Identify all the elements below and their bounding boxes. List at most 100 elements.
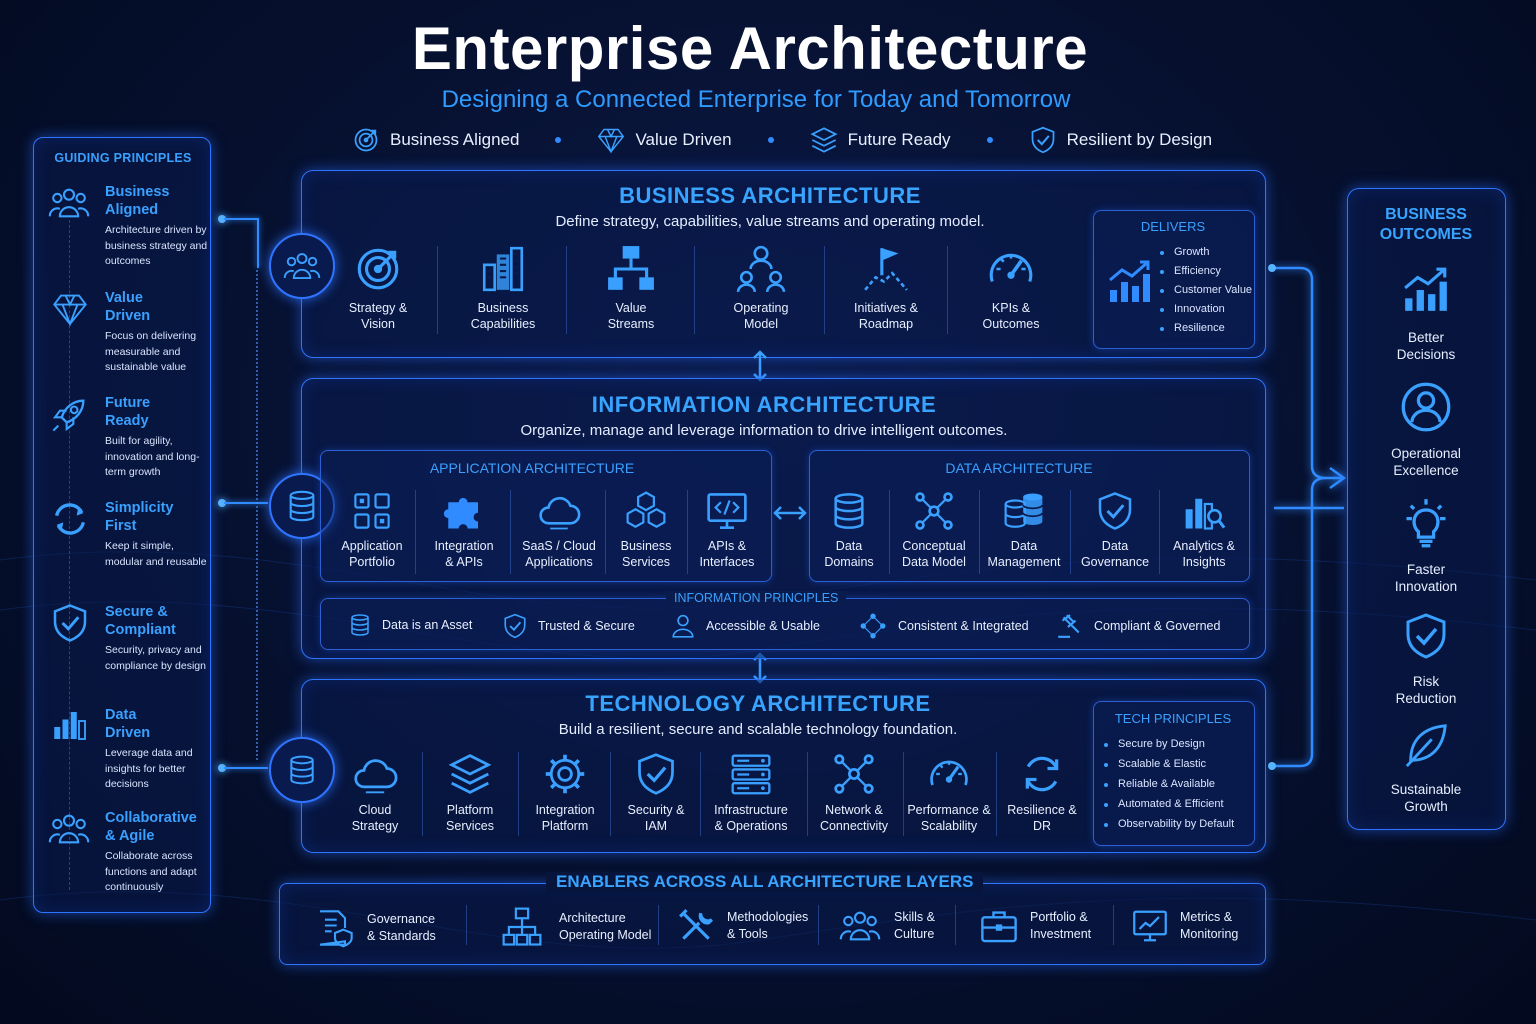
technology-architecture-title: TECHNOLOGY ARCHITECTURE [585,691,931,716]
network-icon [913,490,955,532]
server-icon [286,754,318,786]
information-principles-box [320,598,1250,650]
pillar-value-driven: Value Driven [597,126,732,154]
people-icon [46,183,92,223]
technology-item: Cloud Strategy [315,752,435,834]
information-principle-label: Trusted & Secure [538,619,635,633]
information-architecture-title: INFORMATION ARCHITECTURE [591,392,937,417]
application-item-label: APIs & Interfaces [699,539,755,569]
application-architecture-title: APPLICATION ARCHITECTURE [429,460,635,476]
flag-icon [859,244,913,294]
hierarchy-icon [606,244,656,294]
guiding-principle-item: Future Ready Built for agility, innovati… [44,394,204,494]
technology-item: Platform Services [410,752,530,834]
connector-line [257,218,259,268]
layers-icon [810,126,838,154]
technology-item-label: Network & Connectivity [819,803,889,833]
cloud-icon [348,752,402,796]
guiding-principle-title: Secure & Compliant [105,604,176,638]
enabler-label: Portfolio & Investment [1030,910,1092,941]
guiding-principle-desc: Collaborate across functions and adapt c… [105,850,197,893]
tech-principle-item: Reliable & Available [1104,778,1234,790]
lightbulb-icon [1400,496,1452,550]
technology-item-label: Infrastructure & Operations [714,803,788,833]
divider [610,752,611,836]
divider [818,905,819,945]
guiding-principle-title: Value Driven [105,290,151,324]
guiding-principle-item: Business Aligned Architecture driven by … [44,183,207,283]
business-item-label: Business Capabilities [470,301,536,331]
analytics-icon [1180,490,1228,532]
divider [807,752,808,836]
guiding-principle-item: Value Driven Focus on delivering measura… [44,289,204,389]
enabler-item: Architecture Operating Model [497,906,651,948]
business-architecture-title: BUSINESS ARCHITECTURE [619,183,921,208]
pillar-resilient-by-design: Resilient by Design [1029,126,1212,154]
business-item-label: Initiatives & Roadmap [854,301,918,331]
divider [700,752,701,836]
cubes-icon [623,490,669,532]
guiding-principle-item: Secure & Compliant Security, privacy and… [44,603,206,703]
business-item-label: KPIs & Outcomes [982,301,1040,331]
pillar-label: Future Ready [847,130,951,149]
bar-chart-icon [50,706,90,742]
buildings-icon [476,244,530,294]
technology-node [269,737,335,803]
tech-principles-box [1093,701,1255,846]
gavel-icon [1054,613,1084,639]
growth-chart-icon [1401,262,1451,318]
guiding-principle-desc: Focus on delivering measurable and susta… [105,330,197,373]
connector-line [224,218,258,220]
separator-dot [986,137,993,143]
enabler-label: Metrics & Monitoring [1180,910,1239,941]
org-chart-icon [497,906,547,948]
diamond-icon [597,126,625,154]
target-icon [352,126,380,154]
connector-line [224,502,268,504]
shield-check-icon [1095,490,1135,532]
technology-item: Infrastructure & Operations [691,752,811,834]
business-item: Strategy & Vision [318,244,438,332]
divider [955,905,956,945]
header-pillars: Business Aligned Value Driven Future Rea… [352,126,1212,154]
delivers-title: DELIVERS [1140,219,1206,234]
business-outcomes-title: BUSINESS OUTCOMES [1379,206,1473,243]
shield-check-icon [634,752,678,796]
gauge-icon [925,752,973,796]
database-icon [348,613,372,637]
divider [422,752,423,836]
delivers-item: Growth [1160,246,1252,258]
divider [694,246,695,334]
divider [979,490,980,574]
delivers-list: Growth Efficiency Customer Value Innovat… [1160,246,1252,334]
shield-check-icon [1029,126,1057,154]
guiding-principle-desc: Leverage data and insights for better de… [105,747,193,790]
application-architecture-box [320,450,772,582]
refresh-icon [1020,752,1064,796]
application-item: Business Services [586,490,706,570]
gear-icon [542,752,588,796]
data-item-label: Analytics & Insights [1173,539,1235,569]
business-item: Operating Model [701,244,821,332]
enabler-label: Skills & Culture [894,910,935,941]
application-item: Application Portfolio [312,490,432,570]
data-item-label: Data Domains [824,539,874,569]
guiding-principle-title: Business Aligned [105,184,170,218]
user-circle-icon [1400,380,1452,434]
outcome-item: Risk Reduction [1360,610,1492,707]
delivers-box [1093,210,1255,349]
technology-item-label: Resilience & DR [1007,803,1077,833]
information-principle: Trusted & Secure [502,613,635,639]
connector-dot [218,764,226,772]
divider [466,905,467,945]
delivers-item: Customer Value [1160,284,1252,296]
tools-icon [677,906,715,946]
outcome-label: Faster Innovation [1394,562,1458,594]
information-principle: Compliant & Governed [1054,613,1220,639]
people-icon [838,906,882,946]
divider [687,490,688,574]
business-item-label: Strategy & Vision [348,301,408,331]
business-architecture-desc: Define strategy, capabilities, value str… [555,213,985,230]
data-item: Data Management [964,490,1084,570]
technology-item: Network & Connectivity [794,752,914,834]
